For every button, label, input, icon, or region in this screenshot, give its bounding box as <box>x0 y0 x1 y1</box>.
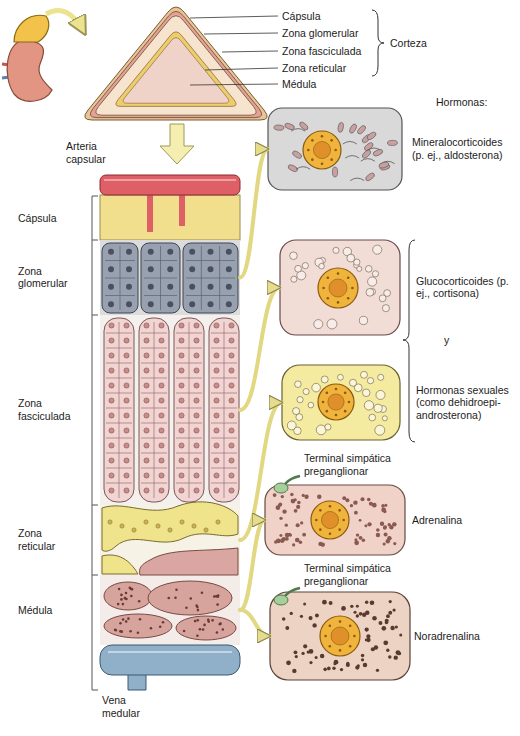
part-label: Médula <box>282 78 316 91</box>
label-slot: Zona glomerular <box>18 265 78 290</box>
label-slot: Médula <box>18 604 78 617</box>
heading-label: Hormonas: <box>436 96 487 109</box>
part-label: Zona reticular <box>282 62 346 75</box>
label-slot: Cápsula <box>282 10 321 23</box>
secretion-arrow <box>240 288 280 411</box>
label-slot: Zona reticular <box>18 527 78 552</box>
hormone-label: Adrenalina <box>412 514 508 527</box>
label-slot: Zona glomerular <box>282 27 358 40</box>
secretion-arrow <box>240 520 265 610</box>
zoom-arrow <box>46 11 84 32</box>
secretion-arrow <box>240 610 270 636</box>
secretion-arrow <box>240 403 282 541</box>
hormone-label: Glucocorticoides (p. ej., cortisona) <box>416 275 516 300</box>
hormone-bracket <box>403 240 415 442</box>
label-slot: Glucocorticoides (p. ej., cortisona) <box>416 275 516 300</box>
nerve-terminal <box>274 476 300 605</box>
part-label: Cápsula <box>282 10 321 23</box>
cortex-bracket <box>372 10 384 76</box>
zone-band: Zona fasciculada <box>100 315 240 505</box>
label-slot: y <box>444 334 449 347</box>
part-label: Zona fasciculada <box>282 45 361 58</box>
cell-drawing: Adrenalina <box>265 485 405 555</box>
part-label: Zona glomerular <box>282 27 358 40</box>
label-slot: Zona reticular <box>282 62 346 75</box>
zone-label: Zona fasciculada <box>18 397 78 422</box>
cell-drawings <box>265 108 410 680</box>
label-slot: Mineralocorticoides (p. ej., aldosterona… <box>412 136 512 161</box>
label-slot: Corteza <box>390 37 427 50</box>
nerve-label: Terminal simpática preganglionar <box>304 452 432 477</box>
zone-band: Cápsula <box>100 195 240 240</box>
hormone-label: Hormonas sexuales (como dehidroepi- andr… <box>416 384 516 422</box>
cell-drawing: Noradrenalina <box>270 592 410 680</box>
zone-band: Zona reticular <box>100 505 240 575</box>
vessel-label: Vena medular <box>102 694 162 719</box>
adrenal-section <box>85 7 267 120</box>
label-slot: Noradrenalina <box>414 630 510 643</box>
cell-drawing: Glucocorticoides (p. ej., cortisona) <box>280 240 400 335</box>
vessel-label: Arteria capsular <box>66 140 126 165</box>
label-slot: Hormonas: <box>436 96 487 109</box>
nerve-label: Terminal simpática preganglionar <box>304 562 432 587</box>
label-slot: Zona fasciculada <box>282 45 361 58</box>
cell-drawing: Hormonas sexuales (como dehidroepi- andr… <box>282 365 400 440</box>
hormone-label: Mineralocorticoides (p. ej., aldosterona… <box>412 136 512 161</box>
label-slot: Cápsula <box>18 211 78 224</box>
hormone-label: Noradrenalina <box>414 630 510 643</box>
label-slot: Zona fasciculada <box>18 397 78 422</box>
zone-label: Zona reticular <box>18 527 78 552</box>
label-slot: Vena medular <box>102 694 162 719</box>
zone-band: Zona glomerular <box>100 240 240 315</box>
cortex-column <box>100 175 240 690</box>
conjunction-label: y <box>444 334 449 347</box>
zone-label: Médula <box>18 604 78 617</box>
leader-lines <box>190 16 278 85</box>
secretion-arrow <box>240 149 268 278</box>
kidney-icon <box>2 15 52 101</box>
label-slot: Terminal simpática preganglionar <box>304 452 432 477</box>
label-slot: Hormonas sexuales (como dehidroepi- andr… <box>416 384 516 422</box>
label-slot: Terminal simpática preganglionar <box>304 562 432 587</box>
zoom-arrow <box>160 124 194 164</box>
group-label: Corteza <box>390 37 427 50</box>
zone-band: Médula <box>100 575 240 645</box>
label-slot: Adrenalina <box>412 514 508 527</box>
label-slot: Médula <box>282 78 316 91</box>
zone-label: Zona glomerular <box>18 265 78 290</box>
zone-label: Cápsula <box>18 211 78 224</box>
cell-drawing: Mineralocorticoides (p. ej., aldosterona… <box>268 108 402 190</box>
zone-brackets <box>92 196 98 690</box>
label-slot: Arteria capsular <box>66 140 126 165</box>
